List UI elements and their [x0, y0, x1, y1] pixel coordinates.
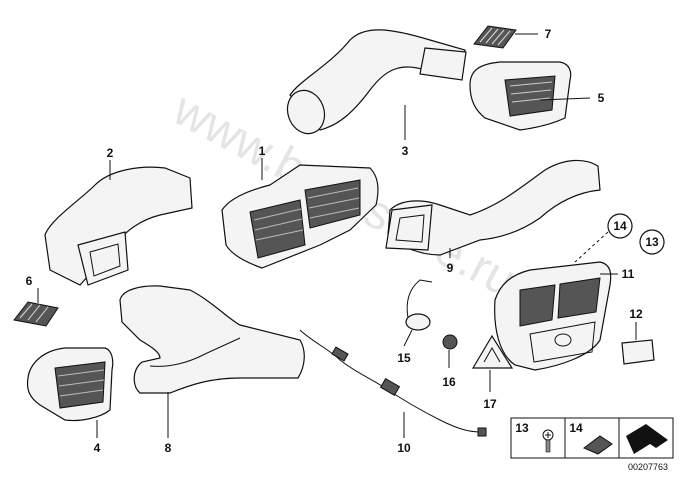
part-12-pad[interactable]: [621, 339, 655, 365]
part-16-clip[interactable]: [442, 334, 458, 350]
callout-5: 5: [598, 91, 605, 105]
part-2-duct[interactable]: [44, 166, 193, 286]
callout-13: 13: [645, 235, 659, 249]
leader-lines: [37, 33, 637, 438]
legend-box-14[interactable]: 14: [564, 417, 620, 459]
part-3-duct[interactable]: [282, 29, 467, 139]
part-10-cable[interactable]: [299, 329, 487, 437]
part-4-vent[interactable]: [26, 347, 114, 422]
part-7-grille[interactable]: [473, 25, 517, 49]
part-5-vent[interactable]: [469, 61, 572, 131]
callout-10: 10: [397, 441, 411, 455]
leader-14-dashed: [574, 231, 609, 263]
diagram-code: 00207763: [628, 462, 668, 472]
callout-15: 15: [397, 351, 411, 365]
callout-circle-13: 13: [639, 229, 665, 255]
callout-16: 16: [442, 375, 456, 389]
legend-label-13: 13: [515, 421, 529, 435]
callout-6: 6: [26, 274, 33, 288]
part-6-grille[interactable]: [13, 301, 59, 327]
part-8-duct[interactable]: [119, 285, 305, 394]
callout-12: 12: [629, 307, 643, 321]
callout-3: 3: [402, 144, 409, 158]
legend-box-arrow[interactable]: [618, 417, 674, 459]
callout-7: 7: [545, 27, 552, 41]
callout-2: 2: [107, 146, 114, 160]
callout-14: 14: [613, 219, 627, 233]
part-15-sensor[interactable]: [405, 279, 433, 331]
part-17-warning-label[interactable]: [471, 334, 514, 369]
callout-4: 4: [94, 441, 101, 455]
callout-9: 9: [447, 261, 454, 275]
callout-circle-14: 14: [607, 213, 633, 239]
callout-17: 17: [483, 397, 497, 411]
part-9-duct[interactable]: [385, 159, 601, 256]
callout-1: 1: [259, 144, 266, 158]
callout-11: 11: [622, 267, 635, 281]
part-11-rear-vent[interactable]: [494, 261, 612, 371]
legend-label-14: 14: [569, 421, 583, 435]
callout-8: 8: [165, 441, 172, 455]
legend-box-13[interactable]: 13: [510, 417, 566, 459]
part-1-center-vent[interactable]: [221, 164, 379, 269]
